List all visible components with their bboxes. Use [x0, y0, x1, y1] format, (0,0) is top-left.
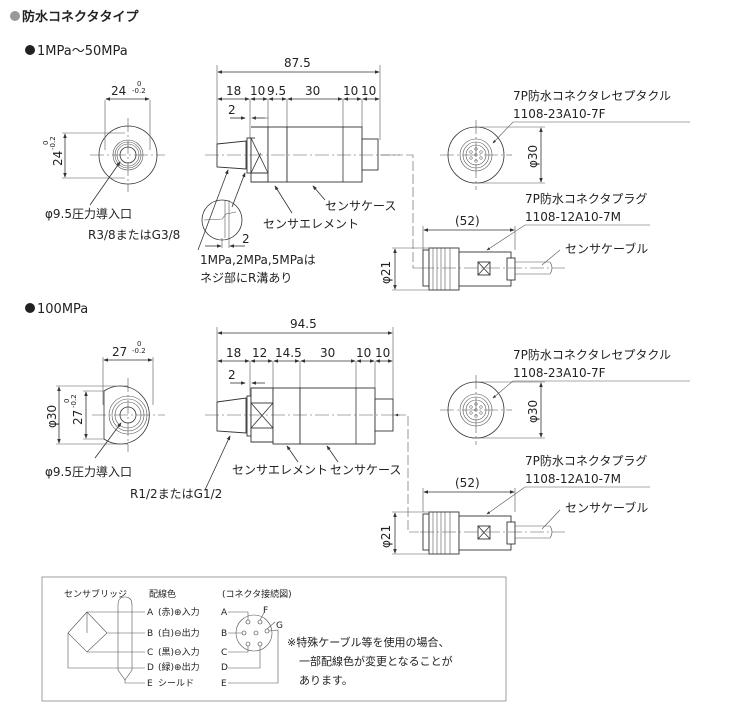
wiring-note: 一部配線色が変更となることが	[299, 654, 453, 668]
wire-pin: C	[147, 648, 153, 658]
element-label: センサエレメント	[232, 463, 328, 477]
connector-pin-g: G	[276, 621, 283, 631]
total-length-dim: 94.5	[290, 317, 317, 331]
plug-view: (52) φ21 7P防水コネクタプラグ 1108-12A10-7M センサケー…	[379, 453, 650, 555]
segment-dim: 14.5	[275, 346, 302, 360]
plug-dia-dim: φ21	[379, 525, 393, 548]
front-view: 27 0 -0.2 φ30 27 0 -0.2 φ9.5圧力導入口	[45, 340, 165, 479]
connector-pin: B	[221, 629, 227, 639]
cable-label: センサケーブル	[565, 241, 648, 256]
segment-dim: 30	[305, 84, 320, 98]
wiring-note: あります。	[299, 674, 353, 687]
tolerance-upper: 0	[137, 80, 141, 88]
tolerance-upper: 0	[137, 340, 141, 348]
chamfer-dim: 2	[228, 103, 236, 117]
port-label: φ9.5圧力導入口	[45, 465, 132, 479]
cable-label: センサケーブル	[565, 500, 648, 515]
port-label: φ9.5圧力導入口	[45, 207, 132, 221]
receptacle-view: φ30 7P防水コネクタレセプタクル 1108-23A10-7F	[440, 347, 690, 445]
header-bullet-icon	[10, 11, 20, 21]
tolerance-lower: -0.2	[132, 347, 146, 355]
wire-desc: (黒)⊖入力	[158, 646, 200, 658]
connector-pin: A	[221, 608, 228, 618]
plug-length-dim: (52)	[455, 476, 480, 490]
connector-pin: E	[221, 679, 227, 689]
outer-dia-dim: φ30	[45, 405, 59, 428]
section-100mpa: 100MPa 27 0 -0.2 φ30 27 0 -0.2 φ9.5圧力導入口…	[25, 302, 690, 555]
total-length-dim: 87.5	[284, 56, 311, 70]
segment-dim: 18	[226, 346, 241, 360]
plug-dia-dim: φ21	[379, 261, 393, 284]
plug-length-dim: (52)	[455, 214, 480, 228]
plug-part: 1108-12A10-7M	[525, 210, 621, 224]
segment-dim: 10	[356, 346, 371, 360]
tolerance-lower-v: -0.2	[70, 394, 78, 408]
case-label: センサケース	[325, 199, 396, 213]
page-title: 防水コネクタタイプ	[22, 9, 139, 25]
tolerance-upper-v: 0	[42, 141, 50, 145]
receptacle-name: 7P防水コネクタレセプタクル	[513, 88, 671, 103]
receptacle-dia-dim: φ30	[526, 145, 540, 168]
bridge-label: センサブリッジ	[64, 588, 127, 600]
segment-dim: 10	[250, 84, 265, 98]
wiring-diagram: センサブリッジ 配線色 (コネクタ接続図) A (赤)⊕入力 B (白)⊖出力 …	[41, 576, 507, 702]
front-height-dim: 24	[51, 151, 65, 166]
section-bullet-icon	[25, 45, 35, 55]
segment-dim: 30	[320, 346, 335, 360]
receptacle-name: 7P防水コネクタレセプタクル	[513, 347, 671, 362]
segment-dim: 9.5	[267, 84, 286, 98]
section-title: 1MPa〜50MPa	[37, 44, 128, 59]
tolerance-lower: -0.2	[132, 87, 146, 95]
receptacle-part: 1108-23A10-7F	[513, 107, 606, 121]
front-width-dim: 24	[111, 84, 126, 98]
segment-dim: 10	[375, 346, 390, 360]
wire-pin: A	[147, 608, 154, 618]
front-height-dim: 27	[71, 410, 85, 425]
section-bullet-icon	[25, 303, 35, 313]
receptacle-part: 1108-23A10-7F	[513, 366, 606, 380]
wiring-note: ※特殊ケーブル等を使用の場合、	[287, 635, 450, 649]
thread-label: R3/8またはG3/8	[88, 228, 180, 242]
wire-desc: (赤)⊕入力	[158, 606, 200, 618]
connector-header: (コネクタ接続図)	[222, 588, 292, 600]
segment-dim: 12	[252, 346, 267, 360]
segment-dim: 18	[226, 84, 241, 98]
wire-pin: E	[147, 679, 153, 689]
case-label: センサケース	[330, 463, 401, 477]
wire-pin: B	[147, 629, 153, 639]
wire-pin: D	[147, 663, 154, 673]
connector-pin-f: F	[263, 606, 268, 616]
tolerance-upper-v: 0	[63, 399, 71, 403]
side-view: 87.5 18 10 9.5 30 10 10 2	[88, 56, 432, 285]
plug-part: 1108-12A10-7M	[525, 472, 621, 486]
chamfer-dim: 2	[228, 368, 236, 382]
front-width-dim: 27	[112, 345, 127, 359]
plug-name: 7P防水コネクタプラグ	[525, 191, 647, 206]
wire-desc: シールド	[158, 679, 194, 689]
side-view: 94.5 18 12 14.5 30 10 10 2	[130, 317, 432, 533]
groove-note: 1MPa,2MPa,5MPaは	[200, 253, 316, 267]
section-title: 100MPa	[37, 302, 88, 317]
wire-desc: (緑)⊕出力	[158, 661, 200, 673]
groove-note: ネジ部にR溝あり	[200, 270, 292, 285]
receptacle-dia-dim: φ30	[526, 400, 540, 423]
section-1mpa-50mpa: 1MPa〜50MPa 24 0 -0.2 24 0 -0.2 φ9.5圧力導入口…	[25, 44, 690, 291]
plug-view: (52) φ21 7P防水コネクタプラグ 1108-12A10-7M センサケー…	[379, 191, 650, 291]
receptacle-view: φ30 7P防水コネクタレセプタクル 1108-23A10-7F	[440, 88, 690, 190]
wire-desc: (白)⊖出力	[158, 627, 200, 639]
tolerance-lower-v: -0.2	[49, 136, 57, 150]
element-label: センサエレメント	[263, 217, 359, 231]
color-header: 配線色	[149, 588, 176, 600]
plug-name: 7P防水コネクタプラグ	[525, 453, 647, 468]
groove-dim: 2	[242, 232, 250, 246]
segment-dim: 10	[343, 84, 358, 98]
front-view: 24 0 -0.2 24 0 -0.2 φ9.5圧力導入口	[42, 80, 165, 221]
segment-dim: 10	[361, 84, 376, 98]
connector-pin: D	[221, 663, 228, 673]
connector-pin: C	[221, 648, 227, 658]
thread-label: R1/2またはG1/2	[130, 487, 222, 501]
